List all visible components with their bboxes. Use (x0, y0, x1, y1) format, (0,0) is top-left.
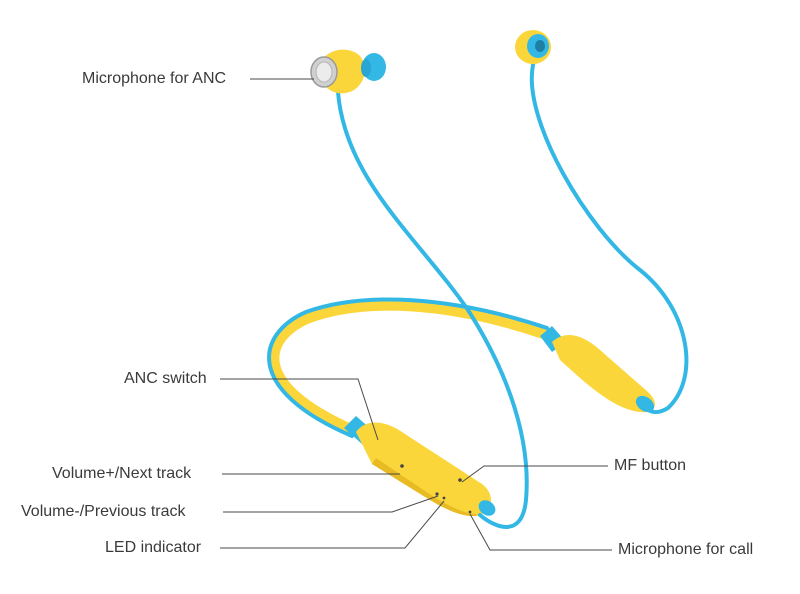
right-housing-cap (635, 395, 655, 413)
label-led-indicator: LED indicator (105, 539, 202, 556)
left-housing-cap (478, 500, 496, 516)
neckband-blue-edge (267, 297, 549, 438)
label-anc-switch: ANC switch (124, 370, 207, 387)
label-microphone-call: Microphone for call (618, 541, 754, 558)
label-microphone-anc: Microphone for ANC (82, 70, 227, 87)
anc-microphone-grille (315, 61, 333, 83)
right-housing (552, 335, 655, 413)
left-earbud-stem (361, 59, 371, 77)
right-earbud-cable (529, 63, 689, 415)
mic-call-dot (468, 510, 472, 514)
label-volume-minus: Volume-/Previous track (21, 503, 186, 520)
label-mf-button: MF button (614, 457, 687, 474)
volume-plus-dot (400, 464, 404, 468)
right-earbud-hole (535, 40, 545, 52)
mf-button-dot (458, 478, 462, 482)
left-housing-shade (372, 458, 482, 517)
leader-anc-switch (220, 378, 379, 441)
label-volume-plus: Volume+/Next track (52, 465, 192, 482)
leader-led-indicator (220, 500, 445, 549)
leader-volume-minus (223, 495, 439, 513)
leader-mf-button (461, 465, 608, 483)
left-earbud-cable (336, 90, 529, 529)
neckband-yellow (268, 299, 551, 436)
volume-minus-dot (435, 492, 439, 496)
left-housing (356, 422, 491, 517)
led-dot (442, 496, 446, 500)
leader-lines (220, 78, 612, 551)
leader-microphone-call (469, 513, 612, 551)
